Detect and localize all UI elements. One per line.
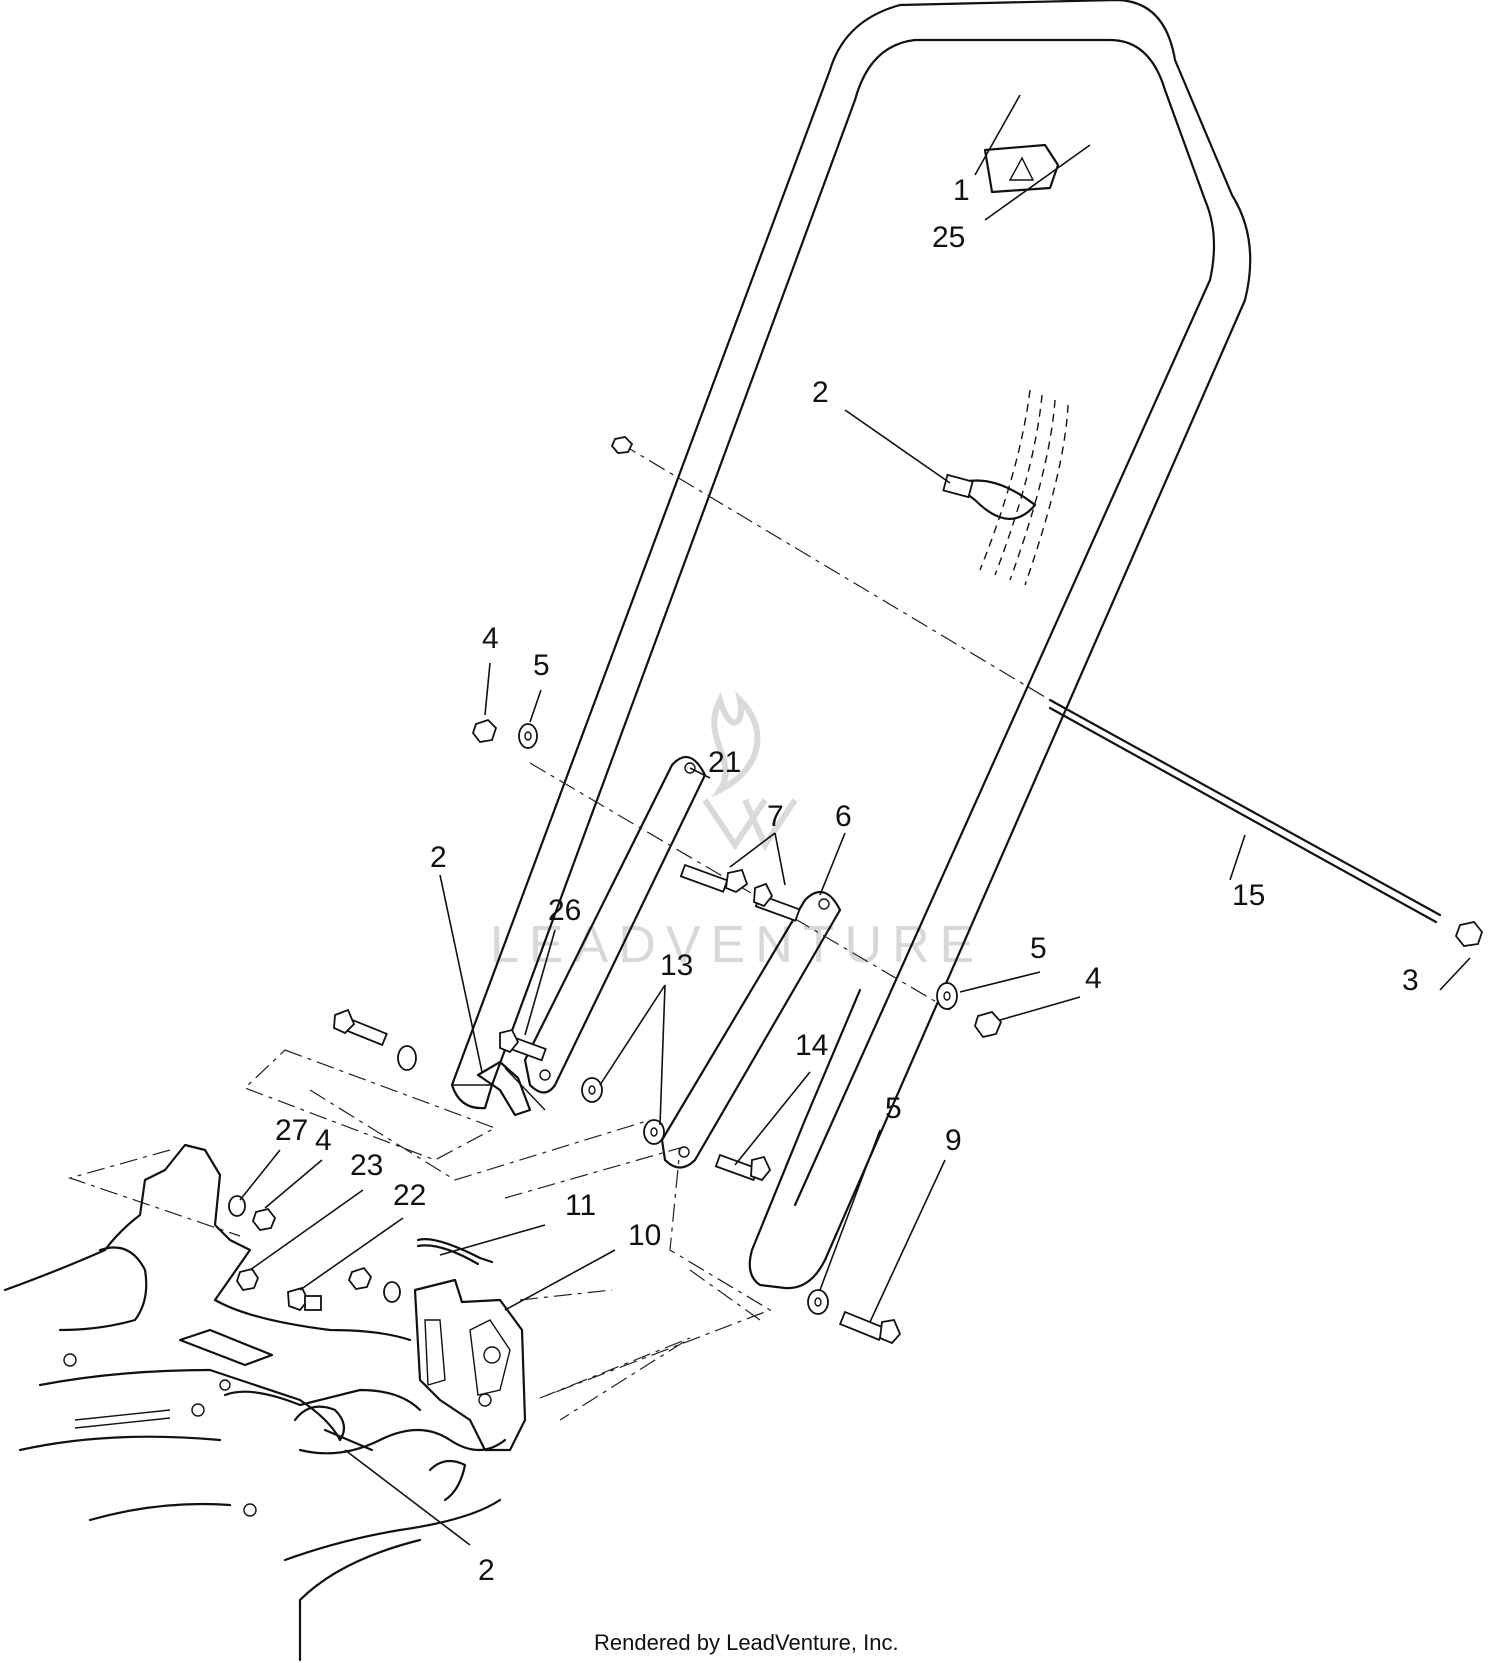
callout-9: 9 (945, 1124, 962, 1157)
callout-21: 21 (708, 746, 741, 779)
callout-13: 13 (660, 949, 693, 982)
washer-lower-mid (383, 1281, 401, 1303)
callout-4-left: 4 (482, 622, 499, 655)
callout-3: 3 (1402, 964, 1419, 997)
cable-clip-handle (476, 1060, 546, 1117)
washer-27 (228, 1195, 246, 1217)
callout-27: 27 (275, 1114, 308, 1147)
credit-line: Rendered by LeadVenture, Inc. (594, 1630, 899, 1655)
callout-5-lower: 5 (885, 1092, 902, 1125)
washer-5-left (518, 723, 538, 749)
callout-4-right: 4 (1085, 962, 1102, 995)
callout-2-upper: 2 (812, 376, 829, 409)
callout-5-right: 5 (1030, 932, 1047, 965)
nut-4-left (471, 718, 498, 743)
bolt-26 (499, 1028, 547, 1062)
cotter-pin-11 (416, 1238, 494, 1266)
bolt-7b (753, 882, 801, 922)
chassis (3, 1143, 507, 1662)
callout-26: 26 (548, 894, 581, 927)
callout-15: 15 (1232, 879, 1265, 912)
callout-14: 14 (795, 1029, 828, 1062)
rod-15 (1048, 698, 1442, 924)
washer-13b (643, 1119, 665, 1145)
bolt-22 (287, 1286, 322, 1312)
warning-decal (983, 143, 1060, 194)
nut-4-right (974, 1010, 1003, 1039)
nut-lower-mid (347, 1266, 373, 1290)
callout-11: 11 (565, 1189, 596, 1222)
callout-7: 7 (767, 800, 784, 833)
washer-13a (581, 1077, 603, 1103)
callout-2-mid: 2 (430, 841, 447, 874)
mounting-bracket-10 (413, 1278, 527, 1452)
callout-6: 6 (835, 800, 852, 833)
leader-lines (239, 94, 1471, 1546)
hardware (228, 436, 1484, 1345)
callout-23: 23 (350, 1149, 383, 1182)
callout-1: 1 (953, 174, 970, 207)
callout-22: 22 (393, 1179, 426, 1212)
watermark-logo-icon (702, 690, 798, 852)
washer-5-lower (807, 1289, 829, 1315)
washer-5-right (936, 982, 958, 1010)
bolt-upper-left (333, 1008, 388, 1047)
washer-upper-left (397, 1045, 417, 1071)
callout-25: 25 (932, 221, 965, 254)
nut-upper (610, 436, 634, 454)
callout-10: 10 (628, 1219, 661, 1252)
callouts: 1 25 2 4 5 21 7 6 2 26 13 15 5 4 3 14 27… (275, 174, 1419, 1587)
callout-2-lower: 2 (478, 1554, 495, 1587)
bolt-14 (714, 1153, 772, 1182)
watermark-text: LEADVENTURE (490, 916, 984, 974)
handle-frame (450, 0, 1252, 1290)
link-bar-6 (660, 890, 842, 1169)
cable-bundle (942, 389, 1069, 586)
bolt-7a (679, 863, 749, 894)
callout-5-left: 5 (533, 649, 550, 682)
link-bar-21 (523, 755, 707, 1094)
nut-3 (1454, 921, 1484, 947)
nut-23 (236, 1267, 260, 1291)
callout-4-lower: 4 (315, 1124, 332, 1157)
nut-4-lower (251, 1207, 277, 1231)
bolt-9 (838, 1310, 902, 1345)
